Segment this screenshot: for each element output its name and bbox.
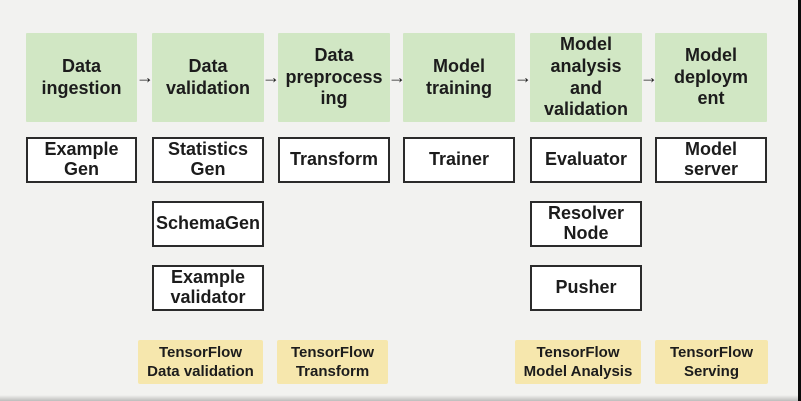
library-tensorflow-model-analysis: TensorFlow Model Analysis (515, 340, 641, 384)
library-tensorflow-transform: TensorFlow Transform (277, 340, 388, 384)
screen-bottom-shadow (0, 395, 801, 401)
component-statistics-gen: Statistics Gen (152, 137, 264, 183)
component-example-gen: Example Gen (26, 137, 137, 183)
component-pusher: Pusher (530, 265, 642, 311)
library-tensorflow-data-validation: TensorFlow Data validation (138, 340, 263, 384)
library-tensorflow-serving: TensorFlow Serving (655, 340, 768, 384)
component-resolver-node: Resolver Node (530, 201, 642, 247)
stage-model-deployment: Model deploym ent (655, 33, 767, 122)
arrow-right-icon: → (136, 67, 154, 87)
stage-data-validation: Data validation (152, 33, 264, 122)
component-evaluator: Evaluator (530, 137, 642, 183)
component-transform: Transform (278, 137, 390, 183)
arrow-right-icon: → (514, 67, 532, 87)
component-trainer: Trainer (403, 137, 515, 183)
component-model-server: Model server (655, 137, 767, 183)
component-example-validator: Example validator (152, 265, 264, 311)
stage-model-analysis-and-validation: Model analysis and validation (530, 33, 642, 122)
stage-data-ingestion: Data ingestion (26, 33, 137, 122)
arrow-right-icon: → (640, 67, 658, 87)
stage-model-training: Model training (403, 33, 515, 122)
stage-data-preprocessing: Data preprocess ing (278, 33, 390, 122)
arrow-right-icon: → (262, 67, 280, 87)
component-schema-gen: SchemaGen (152, 201, 264, 247)
arrow-right-icon: → (388, 67, 406, 87)
screen-right-border (798, 0, 801, 401)
